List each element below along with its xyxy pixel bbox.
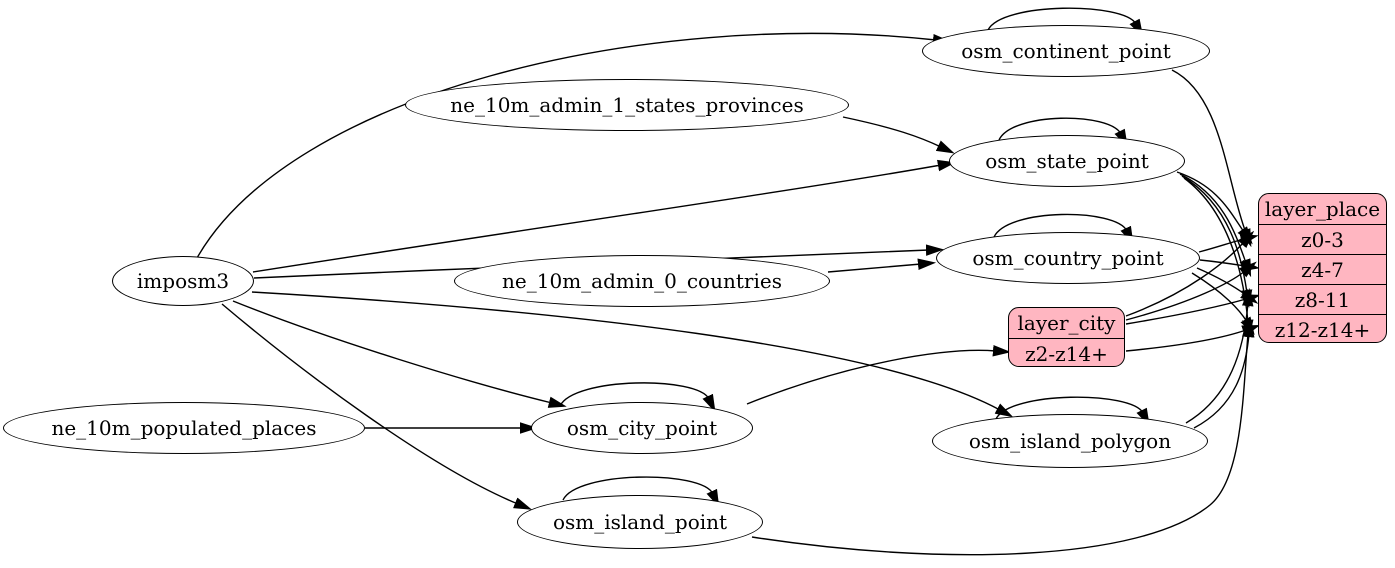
record-layer-place-title: layer_place: [1264, 197, 1381, 221]
record-layer-place: layer_place z0-3 z4-7 z8-11 z12-z14+: [1258, 193, 1387, 343]
node-osm-island-point: osm_island_point: [517, 495, 763, 549]
record-layer-place-row-z4-7: z4-7: [1259, 254, 1386, 284]
self-loop-osm_continent_point: [987, 7, 1144, 38]
edge-imposm3-osm_city_point: [232, 300, 567, 408]
edge-imposm3-osm_state_point: [252, 159, 956, 273]
node-ne-10m-populated-places: ne_10m_populated_places: [3, 402, 365, 454]
edge-osm_city_point-layer_city-z2-z14: [746, 345, 1012, 405]
edge-imposm3-osm_island_polygon: [251, 291, 1014, 418]
edge-imposm3-osm_continent_point: [196, 32, 952, 259]
self-loop-osm_country_point: [993, 213, 1134, 245]
node-osm-island-polygon: osm_island_polygon: [932, 414, 1208, 468]
edge-layer_city-layer_place-z0-3: [1125, 230, 1255, 317]
edge-layer_city-layer_place-z8-11: [1125, 294, 1261, 325]
node-imposm3-label: imposm3: [136, 269, 230, 293]
edge-osm_state_point-layer_place-z8-11: [1181, 175, 1253, 309]
node-ne-10m-admin-1-states-provinces: ne_10m_admin_1_states_provinces: [405, 79, 849, 131]
record-layer-city-row-z2-z14: z2-z14+: [1009, 338, 1124, 366]
node-ne-10m-admin-1-states-provinces-label: ne_10m_admin_1_states_provinces: [450, 93, 804, 117]
record-layer-place-row-z8-11: z8-11: [1259, 284, 1386, 314]
self-loop-osm_city_point: [559, 382, 716, 413]
node-osm-country-point-label: osm_country_point: [972, 246, 1164, 270]
node-ne-10m-admin-0-countries-label: ne_10m_admin_0_countries: [502, 269, 782, 293]
record-layer-place-row-z12-z14: z12-z14+: [1259, 314, 1386, 342]
node-osm-city-point: osm_city_point: [531, 402, 753, 454]
record-layer-place-row-z0-3: z0-3: [1259, 224, 1386, 254]
node-osm-island-point-label: osm_island_point: [552, 510, 728, 534]
node-imposm3: imposm3: [112, 256, 254, 306]
edge-osm_continent_point-layer_place-z0-3: [1171, 69, 1252, 248]
edge-osm_country_point-layer_place-z12-z14: [1191, 272, 1255, 336]
edge-ne_10m_admin_1_states_provinces-osm_state_point: [842, 116, 955, 154]
edge-osm_island_polygon-layer_place-z8-11: [1185, 287, 1254, 424]
edge-osm_state_point-layer_place-z4-7: [1179, 173, 1252, 278]
edge-osm_island_point-layer_place-z12-z14: [751, 318, 1254, 556]
node-osm-continent-point-label: osm_continent_point: [961, 39, 1171, 63]
edge-osm_state_point-layer_place-z12-z14: [1183, 177, 1254, 339]
self-loop-osm_island_point: [562, 476, 720, 508]
node-osm-state-point-label: osm_state_point: [985, 149, 1149, 173]
edge-layer_city-layer_place-z12-z14: [1125, 324, 1261, 352]
record-layer-city-title: layer_city: [1017, 311, 1116, 335]
edge-imposm3-osm_island_point: [221, 303, 533, 510]
node-ne-10m-populated-places-label: ne_10m_populated_places: [51, 416, 317, 440]
node-osm-island-polygon-label: osm_island_polygon: [968, 429, 1172, 453]
edge-ne_10m_admin_0_countries-osm_country_point: [827, 258, 937, 273]
self-loop-osm_island_polygon: [995, 396, 1150, 427]
node-osm-city-point-label: osm_city_point: [566, 416, 718, 440]
self-loop-osm_state_point: [998, 117, 1128, 148]
node-osm-country-point: osm_country_point: [936, 232, 1200, 284]
record-layer-city: layer_city z2-z14+: [1008, 307, 1125, 367]
edge-layer_city-layer_place-z4-7: [1125, 261, 1257, 321]
node-osm-continent-point: osm_continent_point: [922, 25, 1210, 77]
node-ne-10m-admin-0-countries: ne_10m_admin_0_countries: [454, 255, 830, 307]
edge-osm_state_point-layer_place-z0-3: [1176, 171, 1253, 245]
node-osm-state-point: osm_state_point: [949, 135, 1185, 187]
